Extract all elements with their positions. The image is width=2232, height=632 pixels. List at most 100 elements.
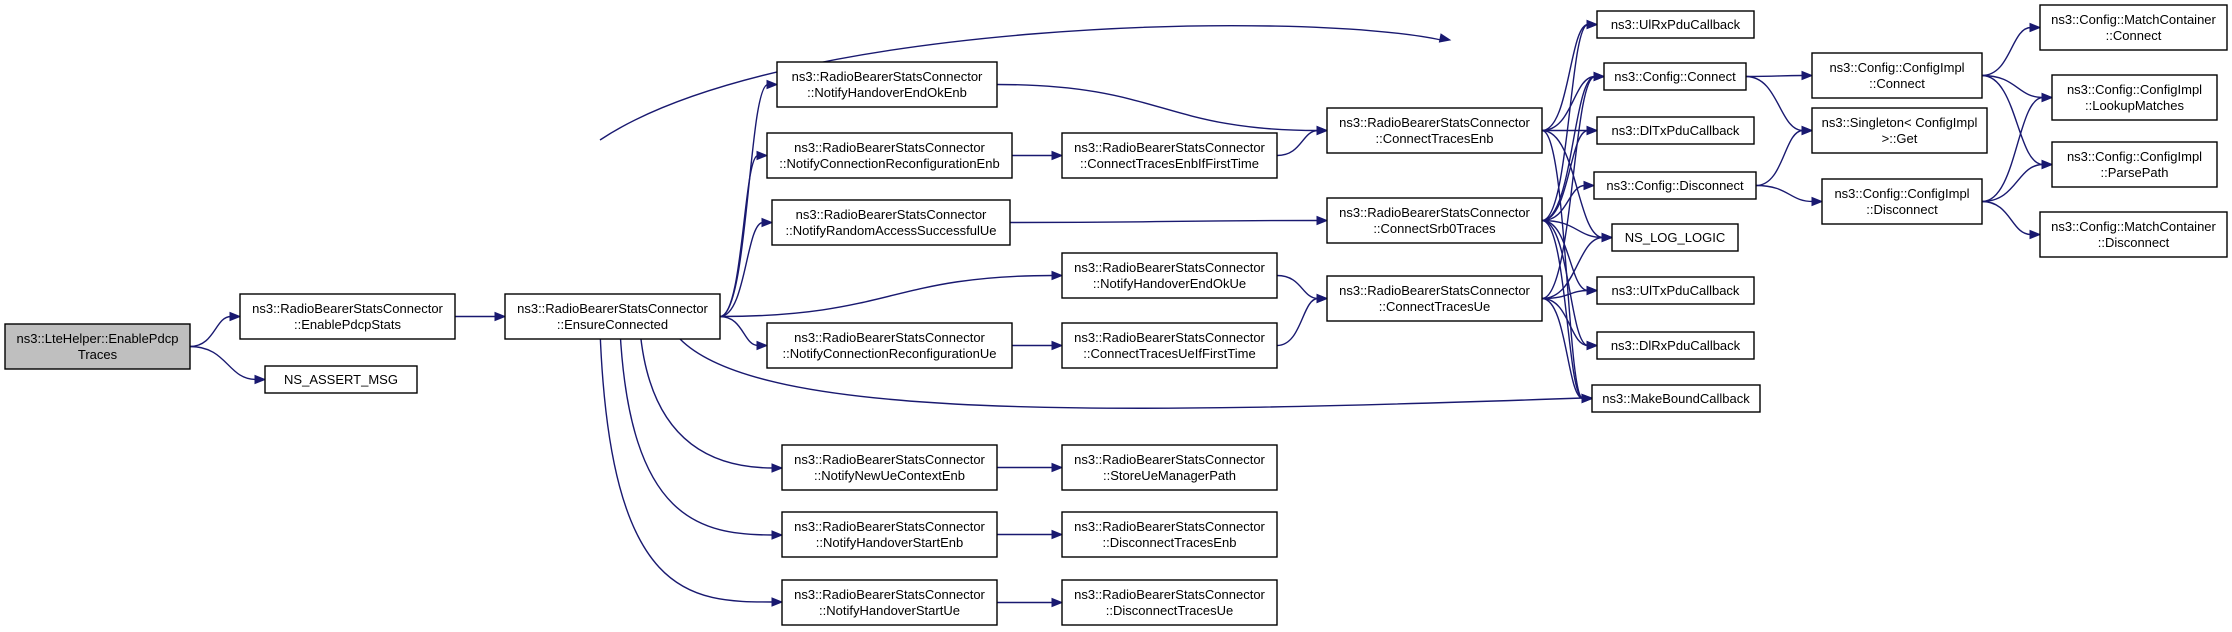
node-ct-ue[interactable]: ns3::RadioBearerStatsConnector::ConnectT… bbox=[1326, 275, 1543, 322]
node-impl-connect[interactable]: ns3::Config::ConfigImpl::Connect bbox=[1811, 52, 1983, 99]
node-enstats[interactable]: ns3::RadioBearerStatsConnector::EnablePd… bbox=[239, 293, 456, 340]
node-ct-ue-first[interactable]: ns3::RadioBearerStatsConnector::ConnectT… bbox=[1061, 322, 1278, 369]
edge-line bbox=[719, 154, 759, 318]
node-disc-ue[interactable]: ns3::RadioBearerStatsConnector::Disconne… bbox=[1061, 579, 1278, 626]
edge-line bbox=[1541, 219, 1604, 239]
node-nslog[interactable]: NS_LOG_LOGIC bbox=[1611, 223, 1739, 252]
node-lookup[interactable]: ns3::Config::ConfigImpl::LookupMatches bbox=[2051, 74, 2218, 121]
node-box bbox=[1326, 197, 1543, 244]
edge-ensure-to-new-ue-ctx bbox=[639, 329, 784, 473]
node-label: ::NotifyHandoverStartUe bbox=[819, 603, 960, 618]
node-label: ::Connect bbox=[2106, 28, 2162, 43]
node-box bbox=[1061, 444, 1278, 491]
node-box bbox=[766, 322, 1013, 369]
arrowhead bbox=[1316, 293, 1329, 304]
edge-conn-rec-enb-to-ct-enb-first bbox=[1012, 150, 1064, 161]
node-srb0[interactable]: ns3::RadioBearerStatsConnector::ConnectS… bbox=[1326, 197, 1543, 244]
node-ensure[interactable]: ns3::RadioBearerStatsConnector::EnsureCo… bbox=[504, 293, 721, 340]
edge-line bbox=[719, 315, 759, 347]
node-assert[interactable]: NS_ASSERT_MSG bbox=[264, 365, 418, 394]
edge-line bbox=[1009, 219, 1319, 224]
edge-line bbox=[1745, 75, 1804, 132]
edge-srb0-to-cfg-disconnect bbox=[1541, 180, 1596, 222]
node-box bbox=[1603, 62, 1747, 91]
edge-cfg-connect-to-impl-connect bbox=[1745, 70, 1814, 81]
node-dl-rx[interactable]: ns3::DlRxPduCallback bbox=[1596, 331, 1755, 360]
node-label: ::ConnectTracesUeIfFirstTime bbox=[1083, 346, 1255, 361]
node-ho-end-ok-enb[interactable]: ns3::RadioBearerStatsConnector::NotifyHa… bbox=[776, 61, 998, 108]
edge-ct-enb-first-to-ct-enb bbox=[1276, 125, 1329, 157]
node-cfg-connect[interactable]: ns3::Config::Connect bbox=[1603, 62, 1747, 91]
arrowhead bbox=[1801, 70, 1814, 81]
edge-line bbox=[599, 329, 774, 603]
edge-line bbox=[619, 329, 774, 536]
node-box bbox=[1061, 579, 1278, 626]
edge-line bbox=[1541, 184, 1586, 222]
edge-ensure-to-ho-start-ue bbox=[599, 329, 784, 607]
node-disc-enb[interactable]: ns3::RadioBearerStatsConnector::Disconne… bbox=[1061, 511, 1278, 558]
edge-ct-ue-to-ul-tx bbox=[1541, 285, 1599, 300]
arrowhead bbox=[1586, 125, 1599, 136]
node-box bbox=[504, 293, 721, 340]
edge-line bbox=[1541, 219, 1589, 347]
edge-ct-ue-first-to-ct-ue bbox=[1276, 293, 1329, 347]
node-ho-end-ok-ue[interactable]: ns3::RadioBearerStatsConnector::NotifyHa… bbox=[1061, 252, 1278, 299]
node-label: ns3::Config::ConfigImpl bbox=[1829, 60, 1964, 75]
node-label: Traces bbox=[78, 347, 118, 362]
node-box bbox=[766, 132, 1013, 179]
edge-srb0-to-mbc bbox=[1541, 219, 1594, 404]
edge-impl-disconnect-to-lookup bbox=[1981, 92, 2054, 203]
edge-line bbox=[1541, 236, 1604, 300]
arrowhead bbox=[254, 374, 267, 385]
edge-cfg-disconnect-to-singleton bbox=[1755, 125, 1814, 187]
arrowhead bbox=[1593, 71, 1606, 82]
node-label: ::Disconnect bbox=[1866, 202, 1938, 217]
edges bbox=[189, 19, 2054, 608]
arrowhead bbox=[229, 311, 242, 322]
node-box bbox=[1821, 178, 1983, 225]
node-ho-start-ue[interactable]: ns3::RadioBearerStatsConnector::NotifyHa… bbox=[781, 579, 998, 626]
edge-line bbox=[1541, 219, 1589, 292]
node-label: ::LookupMatches bbox=[2085, 98, 2185, 113]
node-mc-connect[interactable]: ns3::Config::MatchContainer::Connect bbox=[2039, 4, 2228, 51]
node-ra-succ-ue[interactable]: ns3::RadioBearerStatsConnector::NotifyRa… bbox=[771, 199, 1011, 246]
node-conn-rec-enb[interactable]: ns3::RadioBearerStatsConnector::NotifyCo… bbox=[766, 132, 1013, 179]
node-label: ::ConnectSrb0Traces bbox=[1373, 221, 1496, 236]
node-mc-disconnect[interactable]: ns3::Config::MatchContainer::Disconnect bbox=[2039, 211, 2228, 258]
node-store-ue[interactable]: ns3::RadioBearerStatsConnector::StoreUeM… bbox=[1061, 444, 1278, 491]
edge-line bbox=[1541, 297, 1584, 400]
node-ul-rx[interactable]: ns3::UlRxPduCallback bbox=[1596, 10, 1755, 39]
node-new-ue-ctx[interactable]: ns3::RadioBearerStatsConnector::NotifyNe… bbox=[781, 444, 998, 491]
node-box bbox=[776, 61, 998, 108]
node-box bbox=[771, 199, 1011, 246]
node-ho-start-enb[interactable]: ns3::RadioBearerStatsConnector::NotifyHa… bbox=[781, 511, 998, 558]
node-label: ::EnablePdcpStats bbox=[294, 317, 401, 332]
node-label: ::NotifyHandoverEndOkUe bbox=[1093, 276, 1246, 291]
node-impl-disconnect[interactable]: ns3::Config::ConfigImpl::Disconnect bbox=[1821, 178, 1983, 225]
node-box bbox=[2051, 74, 2218, 121]
edge-ensure-to-cfg-connect bbox=[599, 24, 1452, 141]
edge-ho-end-ok-enb-to-ct-enb bbox=[996, 83, 1329, 136]
edge-line bbox=[1541, 23, 1589, 132]
node-label: ns3::RadioBearerStatsConnector bbox=[1339, 205, 1530, 220]
node-cfg-disconnect[interactable]: ns3::Config::Disconnect bbox=[1593, 171, 1757, 200]
edge-line bbox=[1981, 96, 2044, 203]
edge-line bbox=[1755, 129, 1804, 187]
node-ct-enb-first[interactable]: ns3::RadioBearerStatsConnector::ConnectT… bbox=[1061, 132, 1278, 179]
arrowhead bbox=[1051, 597, 1064, 608]
node-mbc[interactable]: ns3::MakeBoundCallback bbox=[1591, 384, 1761, 413]
node-conn-rec-ue[interactable]: ns3::RadioBearerStatsConnector::NotifyCo… bbox=[766, 322, 1013, 369]
edge-impl-disconnect-to-parse bbox=[1981, 159, 2054, 203]
node-ul-tx[interactable]: ns3::UlTxPduCallback bbox=[1596, 276, 1755, 305]
node-parse[interactable]: ns3::Config::ConfigImpl::ParsePath bbox=[2051, 141, 2218, 188]
arrowhead bbox=[771, 463, 784, 473]
arrowhead bbox=[771, 597, 784, 607]
node-box bbox=[1811, 107, 1988, 154]
node-dl-tx[interactable]: ns3::DlTxPduCallback bbox=[1596, 116, 1755, 145]
node-label: ::DisconnectTracesEnb bbox=[1103, 535, 1237, 550]
node-singleton[interactable]: ns3::Singleton< ConfigImpl >::Get bbox=[1811, 107, 1988, 154]
node-label: ns3::Config::Connect bbox=[1614, 69, 1736, 84]
node-ct-enb[interactable]: ns3::RadioBearerStatsConnector::ConnectT… bbox=[1326, 107, 1543, 154]
node-label: ns3::Config::MatchContainer bbox=[2051, 219, 2216, 234]
